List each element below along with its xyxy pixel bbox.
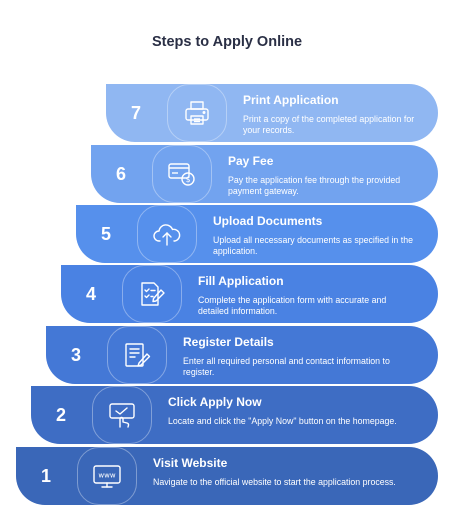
checklist-pen-icon	[136, 278, 168, 310]
step-description: Upload all necessary documents as specif…	[213, 235, 413, 256]
payment-card-icon: $	[166, 158, 198, 190]
step-number: 4	[85, 284, 96, 304]
step-description: Complete the application form with accur…	[198, 295, 387, 316]
step-4: 4 Fill Application Complete the applicat…	[61, 265, 438, 323]
step-heading: Click Apply Now	[168, 395, 262, 409]
icon-frame	[122, 265, 182, 323]
step-number: 3	[70, 345, 81, 365]
step-number: 5	[100, 224, 111, 244]
page-title: Steps to Apply Online	[151, 34, 303, 50]
step-5: 5 Upload Documents Upload all necessary …	[76, 205, 438, 263]
monitor-www-icon: www	[91, 460, 123, 492]
step-band	[91, 145, 438, 203]
step-heading: Upload Documents	[213, 214, 323, 228]
icon-frame	[92, 386, 152, 444]
step-number: 6	[115, 164, 126, 184]
step-band	[106, 84, 438, 142]
icon-frame	[167, 84, 227, 142]
step-1: 1 www Visit Website Navigate to the offi…	[16, 447, 438, 505]
step-description: Navigate to the official website to star…	[153, 477, 396, 487]
step-heading: Visit Website	[153, 456, 228, 470]
icon-frame	[77, 447, 137, 505]
printer-icon	[181, 97, 213, 129]
step-band	[61, 265, 438, 323]
svg-text:$: $	[185, 175, 190, 184]
step-7: 7 Print Application Print a copy of the …	[106, 84, 438, 142]
step-band	[76, 205, 438, 263]
cloud-upload-icon	[151, 218, 183, 250]
svg-text:www: www	[98, 472, 115, 480]
step-description: Enter all required personal and contact …	[183, 356, 390, 377]
step-heading: Print Application	[243, 93, 339, 107]
step-heading: Register Details	[183, 335, 274, 349]
step-description: Locate and click the "Apply Now" button …	[168, 416, 397, 426]
step-2: 2 Click Apply Now Locate and click the "…	[31, 386, 438, 444]
click-icon	[106, 399, 138, 431]
step-number: 7	[130, 103, 141, 123]
step-3: 3 Register Details Enter all required pe…	[46, 326, 438, 384]
icon-frame	[152, 145, 212, 203]
form-pen-icon	[121, 339, 153, 371]
icon-frame	[107, 326, 167, 384]
step-description: Pay the application fee through the prov…	[228, 175, 401, 196]
step-heading: Pay Fee	[228, 154, 274, 168]
step-number: 1	[40, 466, 51, 486]
step-description: Print a copy of the completed applicatio…	[243, 114, 415, 135]
icon-frame	[137, 205, 197, 263]
step-heading: Fill Application	[198, 274, 284, 288]
step-number: 2	[55, 405, 66, 425]
step-6: 6 $ Pay Fee Pay the application fee thro…	[91, 145, 438, 203]
